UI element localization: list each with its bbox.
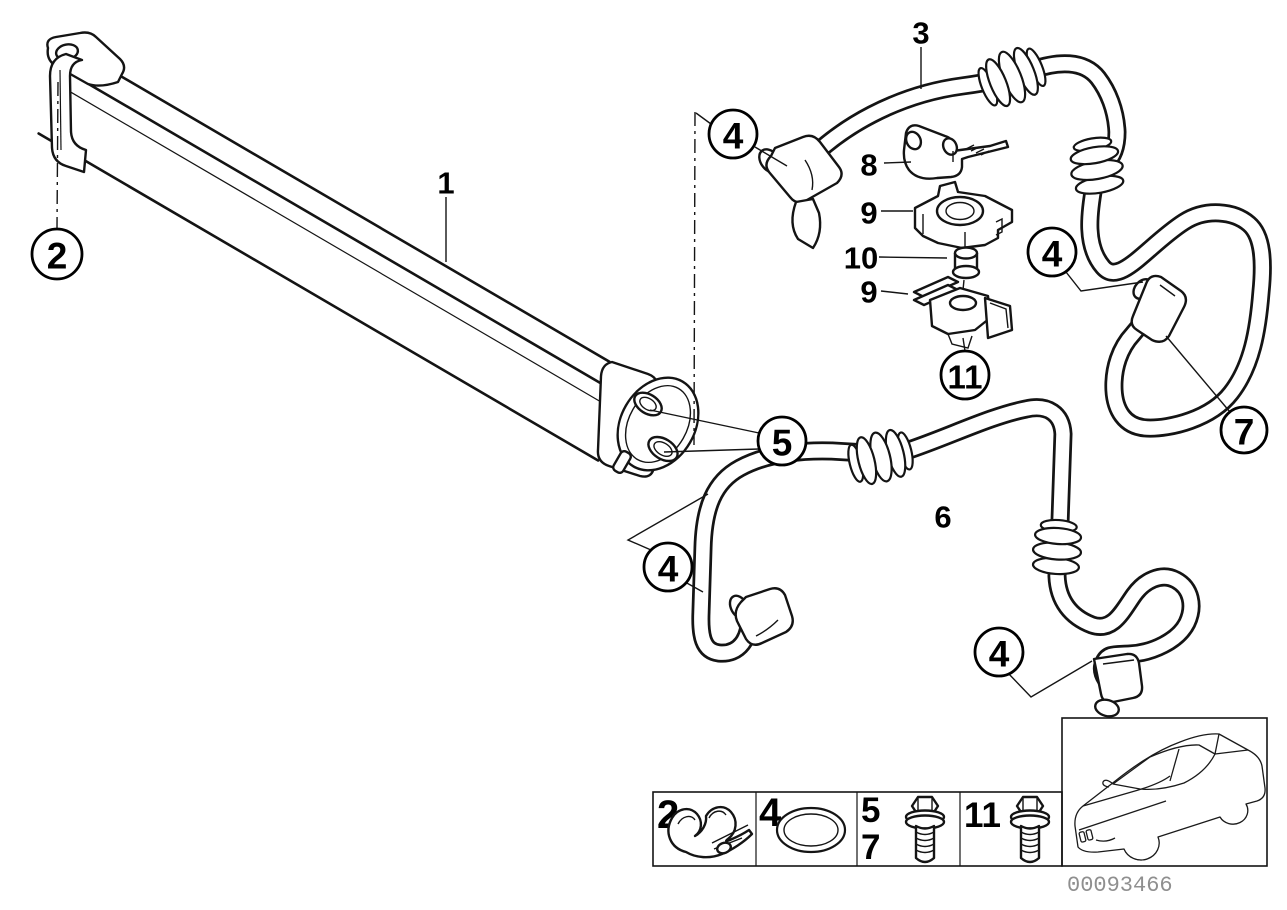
legend-number: 11 [964, 796, 1001, 835]
o-ring-icon [775, 806, 847, 854]
callout-number: 5 [772, 423, 793, 464]
callout-balloon-4[interactable]: 4 [707, 108, 759, 160]
part-label-1[interactable]: 1 [437, 166, 454, 201]
cooler-mount-bracket [46, 31, 126, 174]
part-label-10[interactable]: 10 [844, 241, 878, 276]
oil-cooler [37, 31, 700, 478]
quick-connect-fitting [1130, 274, 1188, 343]
callout-number: 4 [1042, 234, 1063, 275]
hose-coupling [1031, 518, 1083, 576]
callout-number: 11 [948, 359, 983, 396]
holder-bracket [902, 124, 1010, 180]
flange-bolt-icon [1009, 795, 1051, 864]
lower-oil-line [691, 398, 1201, 718]
part-label-3[interactable]: 3 [912, 16, 929, 51]
legend-number: 4 [759, 791, 782, 835]
hose-coupling [977, 46, 1047, 108]
callout-balloon-4[interactable]: 4 [973, 626, 1025, 678]
clamp-block-lower [912, 275, 1014, 349]
flange-bolt-icon [904, 795, 946, 864]
part-label-9b[interactable]: 9 [860, 275, 877, 310]
callout-balloon-2[interactable]: 2 [30, 227, 84, 281]
car-silhouette-icon [1074, 733, 1266, 861]
cooler-end-fitting [596, 360, 700, 478]
hose-clamp-icon [667, 805, 754, 859]
legend-strip: 2 4 5 7 [652, 791, 1063, 867]
legend-cell-oring[interactable]: 4 [759, 791, 847, 854]
legend-number: 7 [861, 828, 880, 867]
rubber-grommet-pin [951, 232, 981, 301]
legend-number: 5 [861, 791, 880, 830]
callout-balloon-4[interactable]: 4 [1026, 226, 1078, 278]
callout-balloon-11[interactable]: 11 [939, 349, 991, 401]
mounting-bracket-stack [902, 124, 1014, 349]
legend-cell-clamp[interactable]: 2 [657, 793, 754, 859]
callout-number: 4 [723, 116, 744, 157]
callout-number: 4 [658, 549, 679, 590]
clamp-block-upper [913, 180, 1014, 250]
part-label-6[interactable]: 6 [934, 500, 951, 535]
part-label-9[interactable]: 9 [860, 196, 877, 231]
callout-number: 7 [1234, 412, 1255, 453]
leader-lines [56, 47, 1231, 698]
callout-number: 4 [989, 634, 1010, 675]
legend-cell-bolt-5-7[interactable]: 5 7 [861, 791, 946, 867]
callouts: 2 4 4 7 11 5 4 4 1 3 [30, 16, 1269, 678]
callout-balloon-7[interactable]: 7 [1219, 405, 1269, 455]
car-inset [1061, 717, 1268, 867]
quick-connect-fitting [728, 587, 794, 646]
upper-oil-line [758, 46, 1272, 438]
callout-number: 2 [47, 236, 68, 277]
quick-connect-fitting [1092, 652, 1144, 718]
legend-dividers [755, 792, 961, 866]
callout-balloon-4[interactable]: 4 [642, 541, 694, 593]
document-number: 00093466 [1067, 873, 1173, 898]
part-label-8[interactable]: 8 [860, 148, 877, 183]
legend-cell-bolt-11[interactable]: 11 [964, 795, 1051, 864]
quick-connect-fitting [758, 134, 843, 250]
callout-balloon-5[interactable]: 5 [756, 415, 808, 467]
hose-coupling [1069, 136, 1125, 195]
hose-coupling [847, 428, 914, 486]
